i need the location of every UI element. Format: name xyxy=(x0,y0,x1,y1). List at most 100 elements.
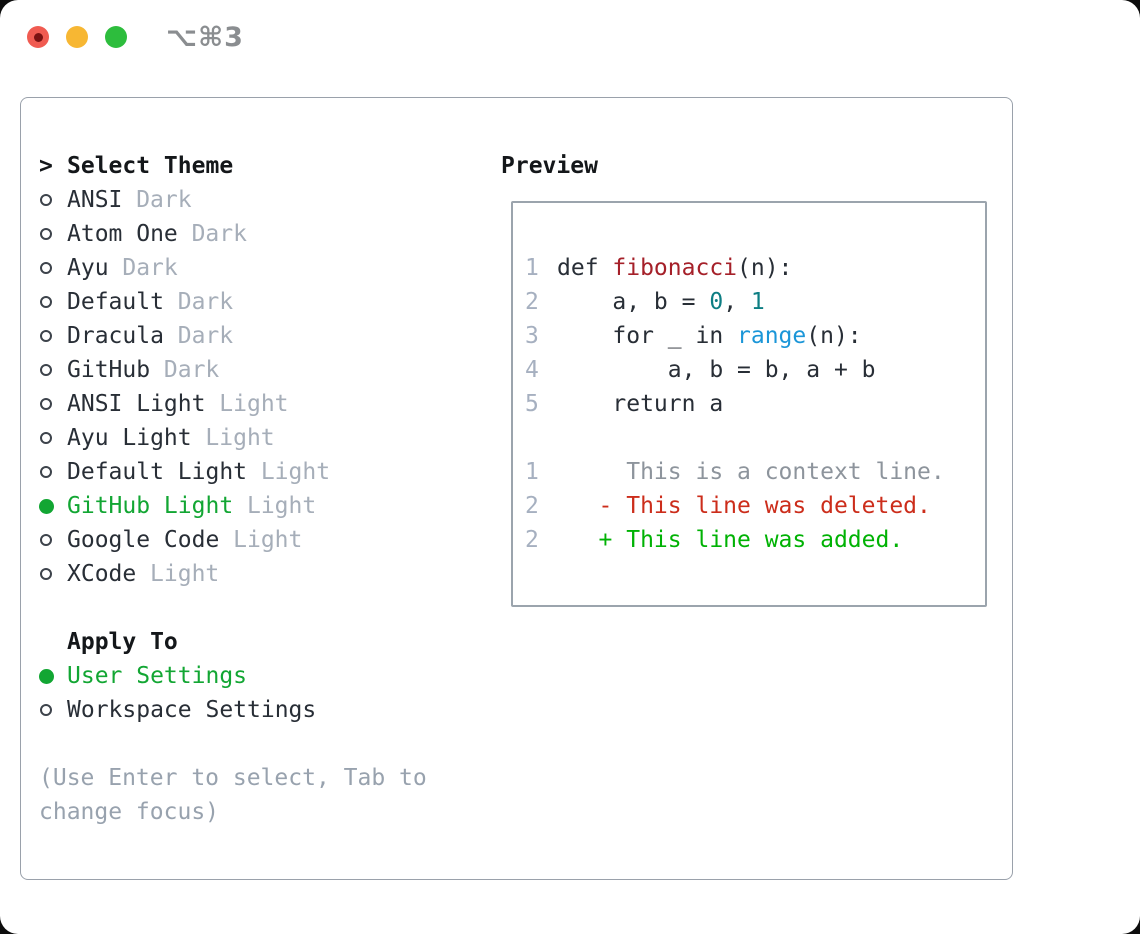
theme-variant: Dark xyxy=(177,289,234,315)
line-number: 5 xyxy=(525,391,539,417)
radio-unselected-icon xyxy=(40,296,52,308)
apply-to-title: Apply To xyxy=(67,629,178,655)
theme-name: Google Code xyxy=(67,527,220,553)
radio-selected-icon xyxy=(39,668,54,684)
theme-variant: Dark xyxy=(177,323,234,349)
theme-variant: Light xyxy=(150,561,220,587)
code-content: This is a context line. xyxy=(557,459,945,485)
apply-to-header: Apply To xyxy=(39,625,485,659)
theme-variant: Light xyxy=(260,459,331,485)
theme-option-ansi[interactable]: ANSI Dark xyxy=(39,183,485,217)
theme-name: Ayu xyxy=(67,255,109,281)
theme-name: GitHub xyxy=(67,357,151,383)
theme-option-ayu[interactable]: Ayu Dark xyxy=(39,251,485,285)
theme-option-xcode[interactable]: XCode Light xyxy=(39,557,485,591)
theme-option-default[interactable]: Default Dark xyxy=(39,285,485,319)
spacer xyxy=(39,591,485,625)
line-number: 1 xyxy=(525,255,539,281)
radio-selected-icon xyxy=(39,498,54,514)
theme-name: ANSI Light xyxy=(67,391,206,417)
apply-option-label: Workspace Settings xyxy=(67,697,317,723)
theme-variant: Light xyxy=(205,425,275,451)
theme-variant: Dark xyxy=(136,187,192,213)
theme-variant: Dark xyxy=(191,221,247,247)
radio-unselected-icon xyxy=(40,704,52,716)
theme-name: GitHub Light xyxy=(67,493,234,519)
theme-name: Default xyxy=(67,289,164,315)
theme-name: Atom One xyxy=(67,221,178,247)
radio-unselected-icon xyxy=(40,330,52,342)
window-titlebar: ⌥⌘3 xyxy=(0,0,1140,74)
radio-unselected-icon xyxy=(40,534,52,546)
line-number: 3 xyxy=(525,323,539,349)
theme-name: ANSI xyxy=(67,187,123,213)
radio-unselected-icon xyxy=(40,262,52,274)
code-line: 5 return a xyxy=(513,387,985,421)
window-shortcut-label: ⌥⌘3 xyxy=(166,22,244,53)
theme-option-ansi-light[interactable]: ANSI Light Light xyxy=(39,387,485,421)
code-line: 1 def fibonacci(n): xyxy=(513,251,985,285)
select-theme-title: Select Theme xyxy=(67,153,234,179)
theme-name: Ayu Light xyxy=(67,425,192,451)
theme-option-github-light[interactable]: GitHub Light Light xyxy=(39,489,485,523)
line-number: 2 xyxy=(525,493,539,519)
radio-unselected-icon xyxy=(40,466,52,478)
minimize-button[interactable] xyxy=(66,26,88,48)
theme-name: XCode xyxy=(67,561,137,587)
line-number: 4 xyxy=(525,357,539,383)
select-theme-header: > Select Theme xyxy=(39,149,485,183)
radio-unselected-icon xyxy=(40,228,52,240)
radio-unselected-icon xyxy=(40,364,52,376)
apply-option-workspace-settings[interactable]: Workspace Settings xyxy=(39,693,485,727)
theme-option-github[interactable]: GitHub Dark xyxy=(39,353,485,387)
close-button-dot-icon xyxy=(33,32,43,42)
line-number: 2 xyxy=(525,289,539,315)
code-content: return a xyxy=(557,391,724,417)
apply-option-user-settings[interactable]: User Settings xyxy=(39,659,485,693)
theme-name: Default Light xyxy=(67,459,248,485)
code-line: 2 - This line was deleted. xyxy=(513,489,985,523)
theme-option-atom-one[interactable]: Atom One Dark xyxy=(39,217,485,251)
code-content: + This line was added. xyxy=(557,527,904,553)
theme-option-dracula[interactable]: Dracula Dark xyxy=(39,319,485,353)
theme-variant: Light xyxy=(219,391,289,417)
line-number: 1 xyxy=(525,459,539,485)
radio-unselected-icon xyxy=(40,398,52,410)
theme-variant: Light xyxy=(233,527,303,553)
theme-variant: Dark xyxy=(163,357,220,383)
radio-unselected-icon xyxy=(40,432,52,444)
code-line: 1 This is a context line. xyxy=(513,455,985,489)
code-line: 4 a, b = b, a + b xyxy=(513,353,985,387)
keyboard-hint-text: (Use Enter to select, Tab to change focu… xyxy=(39,765,427,825)
theme-variant: Light xyxy=(246,493,317,519)
maximize-button[interactable] xyxy=(105,26,127,48)
close-button[interactable] xyxy=(27,26,49,48)
code-content: a, b = b, a + b xyxy=(557,357,876,383)
code-line xyxy=(513,421,985,455)
code-content: for _ in range(n): xyxy=(557,323,862,349)
theme-option-google-code[interactable]: Google Code Light xyxy=(39,523,485,557)
radio-unselected-icon xyxy=(40,568,52,580)
code-line: 3 for _ in range(n): xyxy=(513,319,985,353)
theme-name: Dracula xyxy=(67,323,164,349)
apply-option-label: User Settings xyxy=(67,663,248,689)
spacer xyxy=(39,727,485,761)
preview-title: Preview xyxy=(501,153,598,179)
code-line: 2 a, b = 0, 1 xyxy=(513,285,985,319)
theme-variant: Dark xyxy=(122,255,178,281)
line-number: 2 xyxy=(525,527,539,553)
code-line: 2 + This line was added. xyxy=(513,523,985,557)
theme-option-default-light[interactable]: Default Light Light xyxy=(39,455,485,489)
theme-option-ayu-light[interactable]: Ayu Light Light xyxy=(39,421,485,455)
code-content: a, b = 0, 1 xyxy=(557,289,765,315)
prompt-caret-icon: > xyxy=(39,153,53,179)
code-content: def fibonacci(n): xyxy=(557,255,793,281)
radio-unselected-icon xyxy=(40,194,52,206)
